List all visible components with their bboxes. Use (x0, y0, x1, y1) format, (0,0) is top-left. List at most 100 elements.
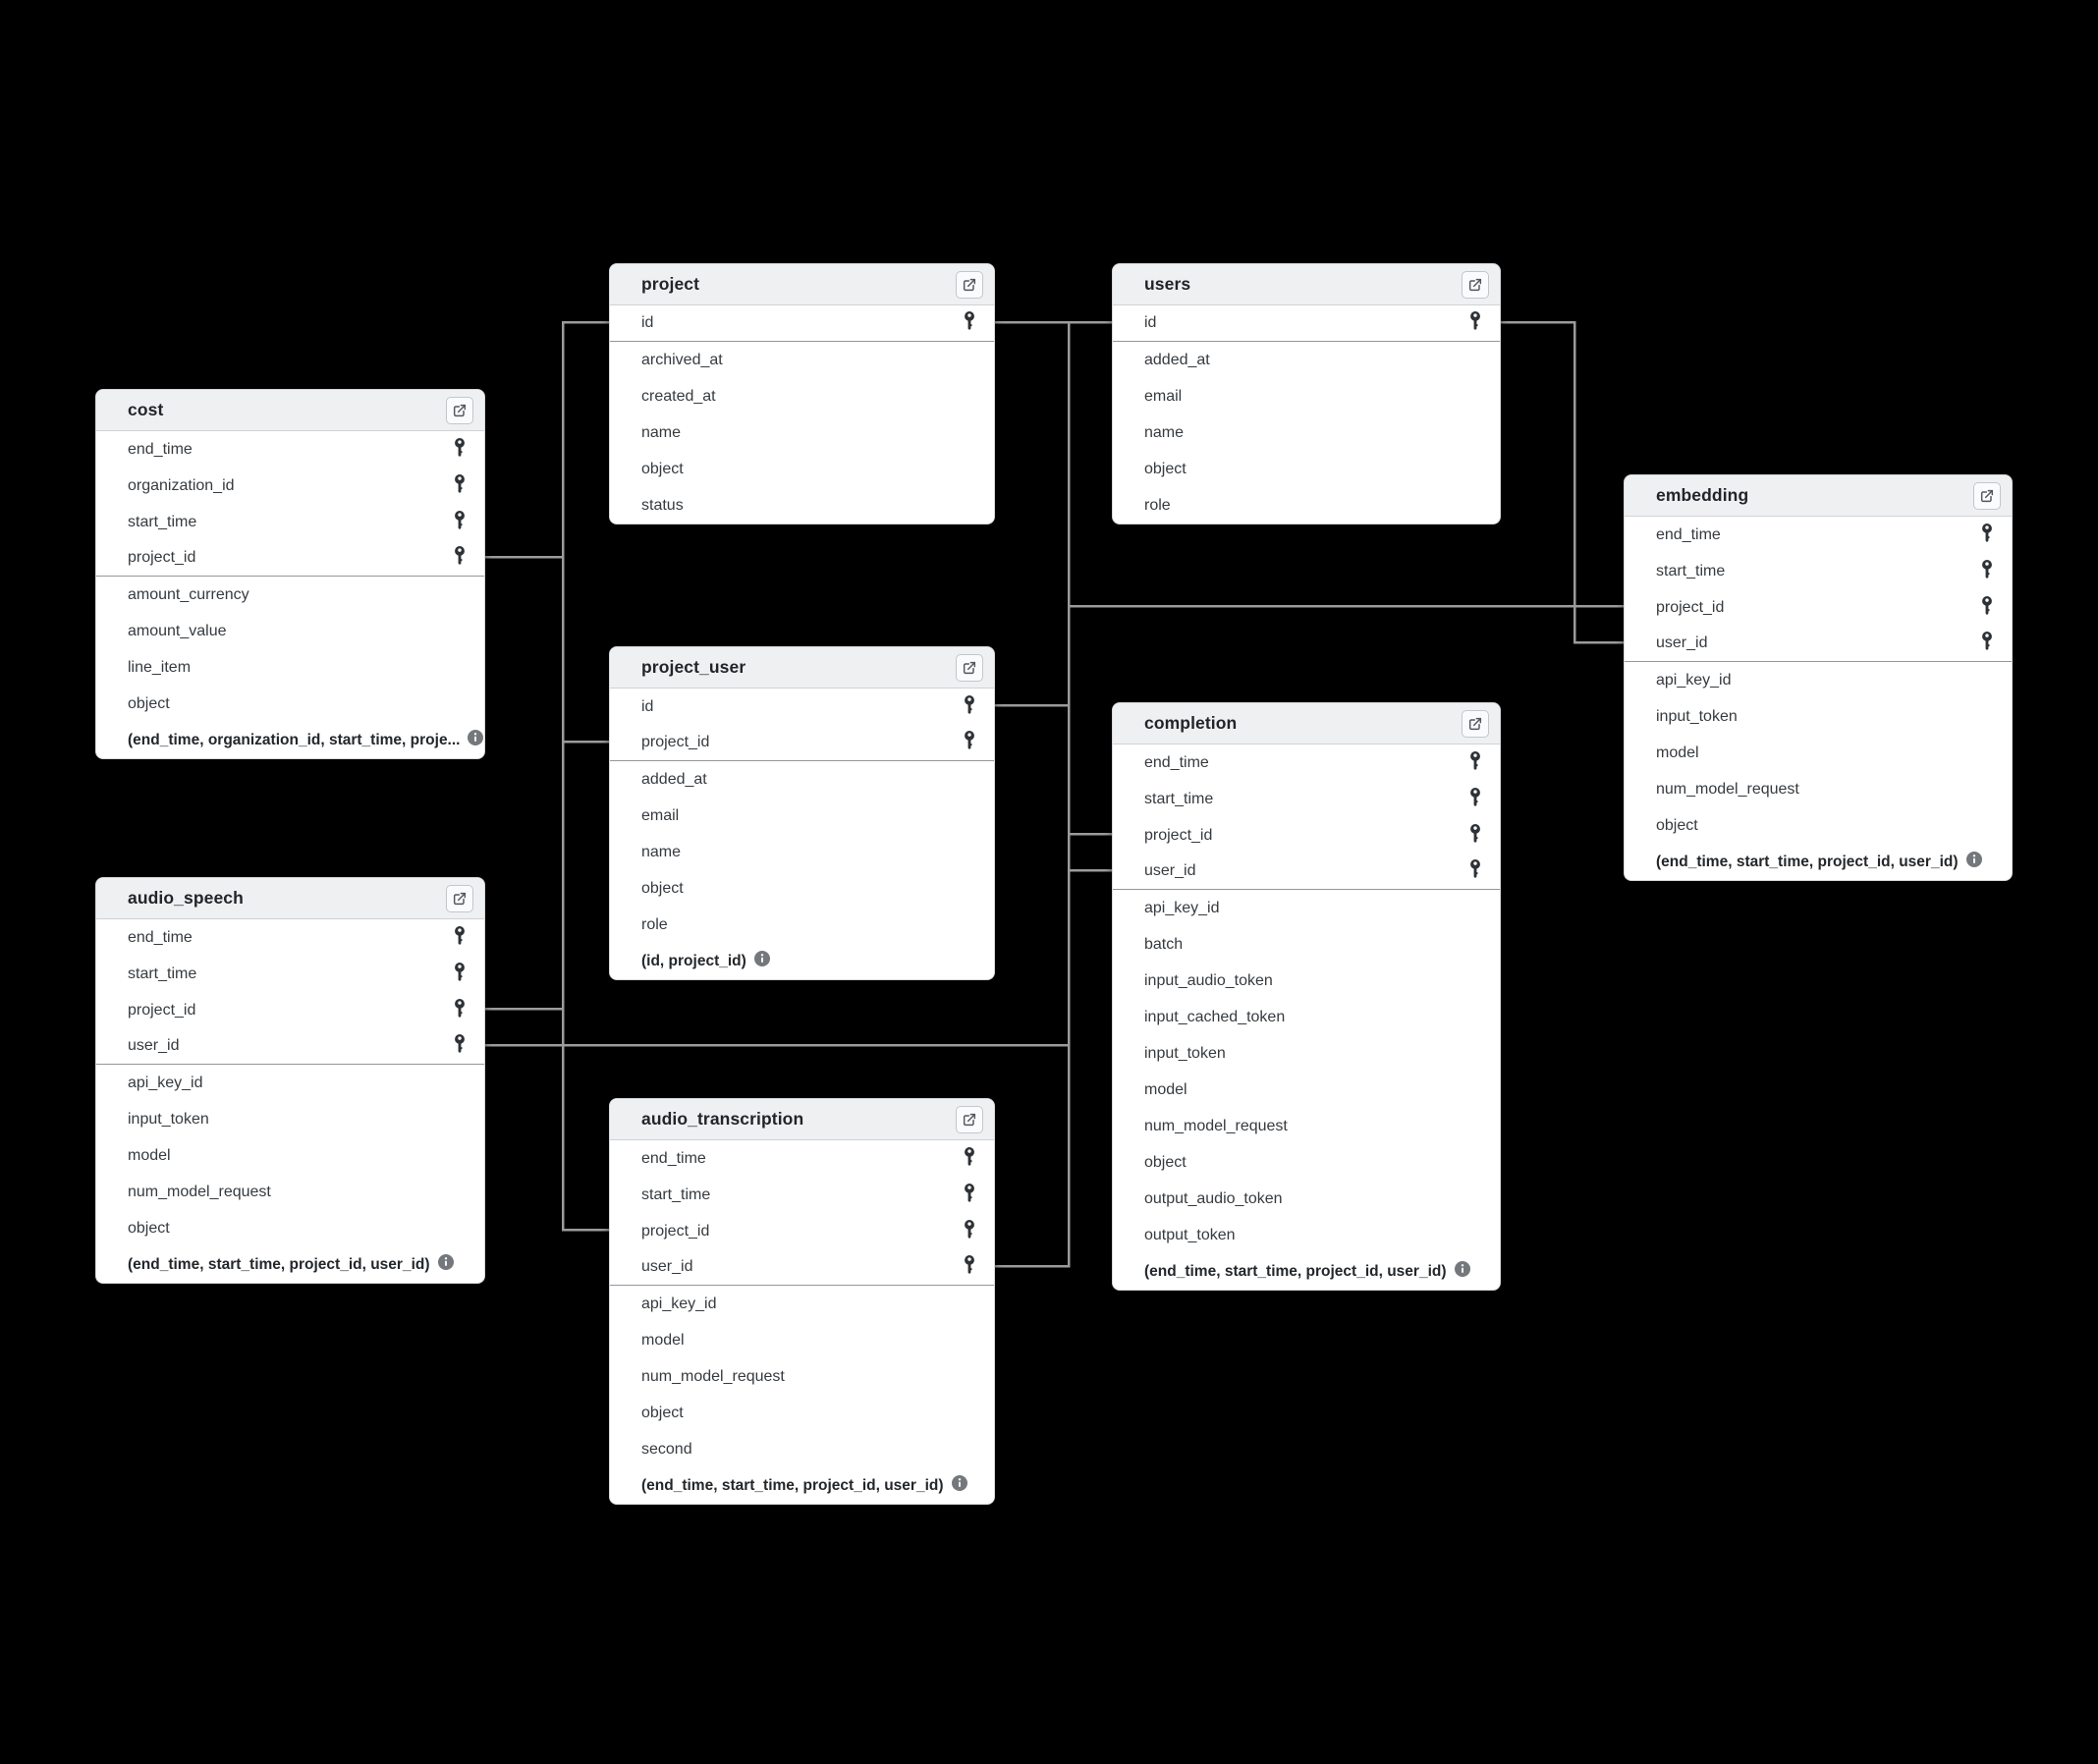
open-table-button[interactable] (956, 270, 983, 299)
table-row: project_id (96, 992, 484, 1028)
table-row: role (610, 907, 994, 943)
table-header[interactable]: audio_transcription (610, 1099, 994, 1140)
composite-key-label: (end_time, organization_id, start_time, … (128, 731, 461, 748)
table-title: audio_transcription (641, 1109, 804, 1129)
relationship-line (1501, 320, 1624, 644)
primary-key-icon (1468, 787, 1482, 811)
field-label: role (641, 915, 668, 933)
field-label: api_key_id (128, 1074, 203, 1091)
table-row: project_id (1625, 589, 2012, 626)
open-table-button[interactable] (956, 653, 983, 682)
table-row: object (96, 1210, 484, 1246)
table-row: (end_time, start_time, project_id, user_… (96, 1246, 484, 1283)
table-row: model (1625, 735, 2012, 771)
table-row: role (1113, 487, 1500, 524)
composite-key-label: (id, project_id) (641, 952, 746, 969)
table-title: completion (1144, 713, 1238, 733)
table-header[interactable]: cost (96, 390, 484, 431)
table-row: amount_currency (96, 577, 484, 613)
field-label: num_model_request (641, 1367, 785, 1385)
table-row: project_id (96, 540, 484, 577)
field-label: archived_at (641, 351, 723, 368)
info-icon[interactable] (1454, 1261, 1470, 1282)
open-table-button[interactable] (446, 396, 473, 424)
open-table-button[interactable] (1462, 270, 1489, 299)
field-label: project_id (1144, 826, 1213, 844)
field-label: start_time (641, 1185, 711, 1203)
open-table-button[interactable] (1973, 481, 2001, 510)
table-row: project_id (610, 725, 994, 761)
info-icon[interactable] (753, 951, 770, 971)
table-row: added_at (1113, 342, 1500, 378)
field-label: created_at (641, 387, 716, 405)
table-row: batch (1113, 926, 1500, 963)
table-title: audio_speech (128, 888, 244, 908)
table-row: organization_id (96, 468, 484, 504)
field-label: id (641, 697, 654, 715)
field-label: object (128, 694, 170, 712)
info-icon[interactable] (437, 1254, 454, 1275)
info-icon[interactable] (468, 730, 484, 750)
primary-key-icon (963, 311, 976, 335)
primary-key-icon (453, 925, 467, 950)
table-header[interactable]: completion (1113, 703, 1500, 744)
table-row: (end_time, start_time, project_id, user_… (1113, 1253, 1500, 1290)
primary-key-icon (453, 1034, 467, 1058)
field-label: input_token (128, 1110, 209, 1128)
table-row: input_token (96, 1101, 484, 1137)
field-label: model (128, 1146, 171, 1164)
table-header[interactable]: project (610, 264, 994, 305)
field-label: id (1144, 314, 1157, 331)
table-row: user_id (96, 1028, 484, 1065)
table-row: name (610, 834, 994, 870)
field-label: object (641, 879, 684, 897)
field-label: end_time (128, 928, 193, 946)
table-row: line_item (96, 649, 484, 686)
field-label: model (1656, 744, 1699, 761)
field-label: id (641, 314, 654, 331)
table-row: num_model_request (96, 1174, 484, 1210)
table-row: start_time (96, 504, 484, 540)
open-table-button[interactable] (956, 1105, 983, 1133)
table-row: second (610, 1431, 994, 1467)
table-row: start_time (96, 956, 484, 992)
table-row: model (610, 1322, 994, 1358)
open-table-button[interactable] (446, 884, 473, 912)
field-label: num_model_request (128, 1183, 271, 1200)
external-link-icon (962, 660, 977, 676)
table-header[interactable]: embedding (1625, 475, 2012, 517)
table-row: end_time (96, 919, 484, 956)
table-header[interactable]: project_user (610, 647, 994, 689)
table-row: created_at (610, 378, 994, 414)
table-row: start_time (1113, 781, 1500, 817)
open-table-button[interactable] (1462, 709, 1489, 738)
info-icon[interactable] (951, 1475, 967, 1496)
table-row: num_model_request (1113, 1108, 1500, 1144)
table-row: id (610, 689, 994, 725)
field-label: project_id (128, 1001, 196, 1019)
field-label: added_at (641, 770, 707, 788)
primary-key-icon (453, 962, 467, 986)
table-header[interactable]: users (1113, 264, 1500, 305)
field-label: api_key_id (641, 1295, 717, 1312)
table-header[interactable]: audio_speech (96, 878, 484, 919)
table-row: object (96, 686, 484, 722)
table-row: (id, project_id) (610, 943, 994, 979)
field-label: name (641, 843, 682, 860)
field-label: user_id (1656, 634, 1708, 651)
external-link-icon (1979, 488, 1995, 504)
primary-key-icon (963, 1146, 976, 1171)
table-row: output_audio_token (1113, 1181, 1500, 1217)
table-row: project_id (610, 1213, 994, 1249)
table-row: (end_time, start_time, project_id, user_… (610, 1467, 994, 1504)
info-icon[interactable] (1965, 852, 1982, 872)
primary-key-icon (963, 731, 976, 754)
primary-key-icon (1468, 823, 1482, 848)
primary-key-icon (963, 1219, 976, 1243)
field-label: project_id (1656, 598, 1725, 616)
